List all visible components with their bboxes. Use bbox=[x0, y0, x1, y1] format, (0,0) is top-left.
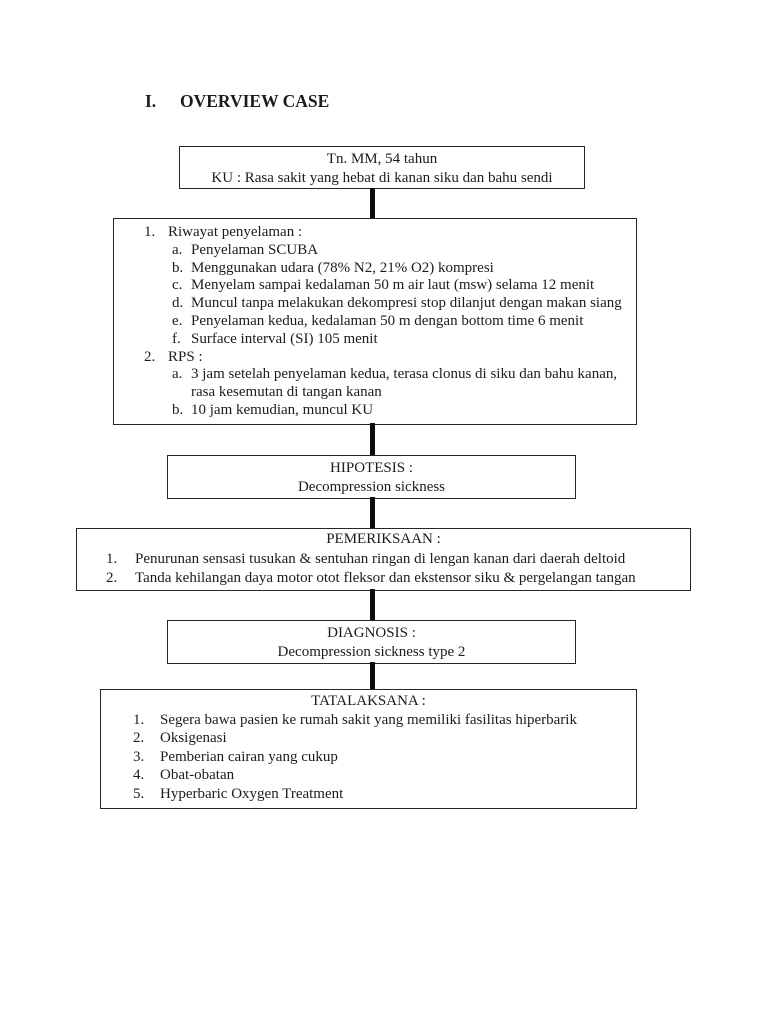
box-header: TATALAKSANA : bbox=[311, 693, 426, 709]
list-text: Menyelam sampai kedalaman 50 m air laut … bbox=[191, 277, 595, 294]
list-item: 2. RPS : bbox=[144, 349, 636, 367]
list-item: 1. Segera bawa pasien ke rumah sakit yan… bbox=[133, 711, 636, 730]
list-item: e. Penyelaman kedua, kedalaman 50 m deng… bbox=[172, 313, 636, 331]
list-text: Riwayat penyelaman : bbox=[168, 224, 303, 240]
list-text: Muncul tanpa melakukan dekompresi stop d… bbox=[191, 295, 622, 312]
list-number: 3. bbox=[133, 748, 145, 765]
patient-line2: KU : Rasa sakit yang hebat di kanan siku… bbox=[211, 170, 553, 186]
patient-line1: Tn. MM, 54 tahun bbox=[326, 151, 438, 167]
treatment-box: TATALAKSANA : 1. Segera bawa pasien ke r… bbox=[100, 689, 637, 809]
list-text: Hyperbaric Oxygen Treatment bbox=[160, 785, 344, 802]
list-text: Penurunan sensasi tusukan & sentuhan rin… bbox=[135, 550, 626, 567]
list-item: 4. Obat-obatan bbox=[133, 766, 636, 785]
list-item: d. Muncul tanpa melakukan dekompresi sto… bbox=[172, 295, 636, 313]
list-text: Penyelaman SCUBA bbox=[191, 241, 319, 258]
list-text: 3 jam setelah penyelaman kedua, terasa c… bbox=[191, 366, 618, 401]
list-letter: b. bbox=[172, 401, 184, 418]
box-text: Decompression sickness bbox=[297, 479, 446, 495]
connector-4 bbox=[370, 589, 375, 622]
connector-3 bbox=[370, 497, 375, 530]
list-number: 2. bbox=[133, 730, 145, 747]
list-text: Pemberian cairan yang cukup bbox=[160, 748, 338, 765]
list-text: RPS : bbox=[168, 348, 203, 365]
list-item: 5. Hyperbaric Oxygen Treatment bbox=[133, 785, 636, 804]
list-item: 2. Tanda kehilangan daya motor otot flek… bbox=[106, 569, 690, 589]
list-text: Penyelaman kedua, kedalaman 50 m dengan … bbox=[191, 312, 584, 329]
list-letter: f. bbox=[172, 330, 181, 347]
list-letter: c. bbox=[172, 277, 183, 294]
list-letter: a. bbox=[172, 241, 183, 258]
list-text: Tanda kehilangan daya motor otot fleksor… bbox=[135, 570, 636, 586]
list-number: 2. bbox=[144, 348, 156, 365]
list-text: Segera bawa pasien ke rumah sakit yang m… bbox=[160, 711, 577, 728]
list-number: 1. bbox=[106, 550, 118, 567]
box-header: DIAGNOSIS : bbox=[327, 625, 416, 641]
connector-2 bbox=[370, 423, 375, 457]
list-text: Oksigenasi bbox=[160, 730, 227, 747]
list-number: 1. bbox=[133, 711, 145, 728]
list-item: a. Penyelaman SCUBA bbox=[172, 242, 636, 260]
list-number: 1. bbox=[144, 224, 156, 240]
list-letter: e. bbox=[172, 312, 183, 329]
list-item: b. Menggunakan udara (78% N2, 21% O2) ko… bbox=[172, 260, 636, 278]
diagnosis-box: DIAGNOSIS : Decompression sickness type … bbox=[167, 620, 576, 664]
list-number: 5. bbox=[133, 785, 145, 802]
list-item: f. Surface interval (SI) 105 menit bbox=[172, 331, 636, 349]
page-title-text: OVERVIEW CASE bbox=[180, 91, 330, 111]
list-item: 3. Pemberian cairan yang cukup bbox=[133, 748, 636, 767]
list-letter: a. bbox=[172, 366, 183, 383]
box-header: PEMERIKSAAN : bbox=[326, 531, 441, 547]
list-item: c. Menyelam sampai kedalaman 50 m air la… bbox=[172, 277, 636, 295]
connector-5 bbox=[370, 662, 375, 691]
page-title: I. OVERVIEW CASE bbox=[145, 91, 329, 112]
list-text: Surface interval (SI) 105 menit bbox=[191, 330, 378, 347]
list-letter: d. bbox=[172, 295, 184, 312]
list-item: 2. Oksigenasi bbox=[133, 729, 636, 748]
list-text: Menggunakan udara (78% N2, 21% O2) kompr… bbox=[191, 259, 494, 276]
list-item: a. 3 jam setelah penyelaman kedua, teras… bbox=[172, 366, 636, 402]
list-number: 2. bbox=[106, 570, 118, 586]
box-text: Decompression sickness type 2 bbox=[277, 644, 466, 660]
patient-box: Tn. MM, 54 tahun KU : Rasa sakit yang he… bbox=[179, 146, 585, 189]
examination-box: PEMERIKSAAN : 1. Penurunan sensasi tusuk… bbox=[76, 528, 691, 591]
connector-1 bbox=[370, 188, 375, 220]
history-box: 1. Riwayat penyelaman : a. Penyelaman SC… bbox=[113, 218, 637, 425]
list-letter: b. bbox=[172, 259, 184, 276]
list-item: 1. Penurunan sensasi tusukan & sentuhan … bbox=[106, 550, 690, 570]
box-header: HIPOTESIS : bbox=[330, 460, 413, 476]
page-title-numeral: I. bbox=[145, 91, 157, 111]
list-item: b. 10 jam kemudian, muncul KU bbox=[172, 402, 636, 420]
list-item: 1. Riwayat penyelaman : bbox=[144, 224, 636, 242]
list-text: 10 jam kemudian, muncul KU bbox=[191, 401, 374, 418]
hypothesis-box: HIPOTESIS : Decompression sickness bbox=[167, 455, 576, 499]
list-text: Obat-obatan bbox=[160, 767, 235, 784]
list-number: 4. bbox=[133, 767, 145, 784]
